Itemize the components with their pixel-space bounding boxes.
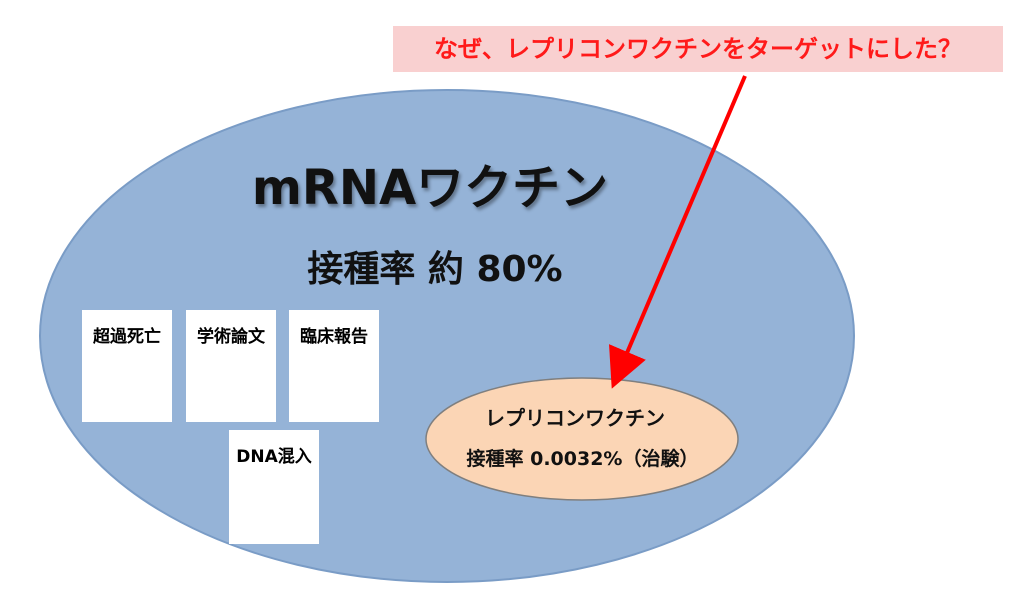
callout-arrow [609, 75, 747, 389]
document-academic-papers: 学術論文 [186, 310, 276, 422]
replicon-vaccination-rate: 接種率 0.0032%（治験） [466, 448, 699, 470]
replicon-vaccine-title: レプリコンワクチン [485, 406, 665, 430]
replicon-vaccine-ellipse [425, 377, 739, 501]
document-dna-contamination: DNA混入 [229, 430, 319, 544]
document-label: 超過死亡 [93, 327, 161, 347]
document-label: 臨床報告 [300, 327, 368, 347]
document-label: DNA混入 [236, 447, 312, 467]
question-callout: なぜ、レプリコンワクチンをターゲットにした？ [393, 26, 1003, 72]
question-callout-text: なぜ、レプリコンワクチンをターゲットにした？ [434, 35, 962, 63]
document-excess-deaths: 超過死亡 [82, 310, 172, 422]
mrna-vaccination-rate: 接種率 約 80% [307, 249, 563, 290]
document-label: 学術論文 [197, 327, 265, 347]
document-clinical-reports: 臨床報告 [289, 310, 379, 422]
mrna-vaccine-title: mRNAワクチン [251, 160, 609, 216]
